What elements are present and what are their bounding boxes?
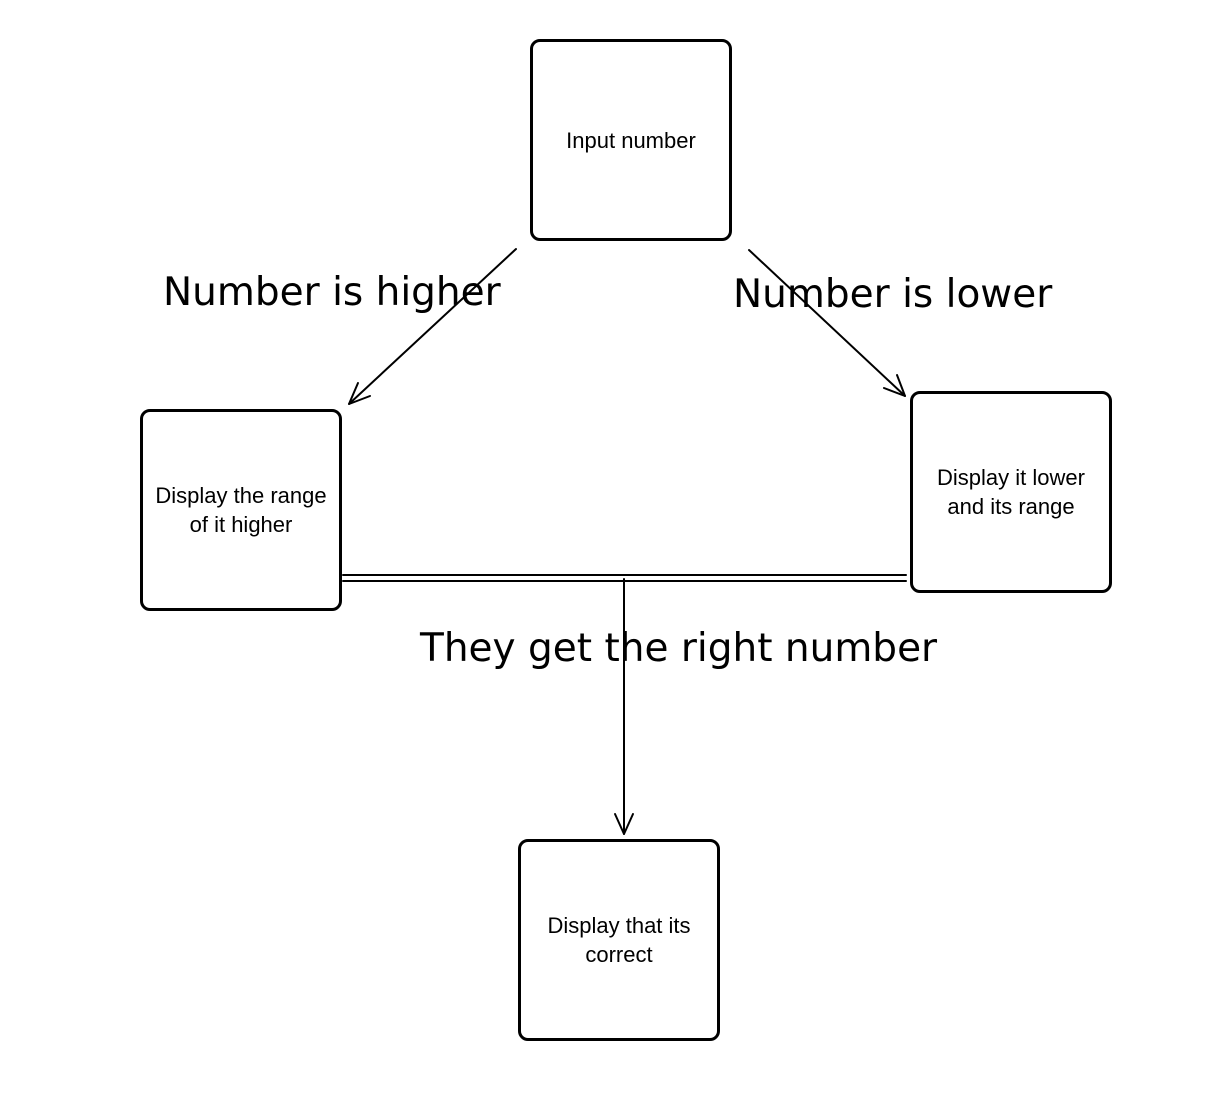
display-correct-node: Display that its correct (518, 839, 720, 1041)
higher-edge-line (348, 248, 517, 405)
lower-edge-arrowhead (883, 374, 906, 397)
higher-edge-arrowhead (348, 382, 371, 405)
lower-edge-line (748, 249, 906, 397)
higher-edge-label: Number is higher (163, 270, 501, 315)
input-number-node: Input number (530, 39, 732, 241)
correct-edge-arrowhead (614, 813, 634, 835)
display-higher-node: Display the range of it higher (140, 409, 342, 611)
display-lower-label: Display it lower and its range (937, 465, 1085, 519)
lower-edge-label: Number is lower (733, 272, 1053, 317)
input-number-label: Input number (566, 127, 696, 153)
display-correct-label: Display that its correct (547, 913, 691, 967)
display-higher-label: Display the range of it higher (155, 483, 327, 537)
correct-edge-label: They get the right number (420, 626, 938, 671)
display-lower-node: Display it lower and its range (910, 391, 1112, 593)
